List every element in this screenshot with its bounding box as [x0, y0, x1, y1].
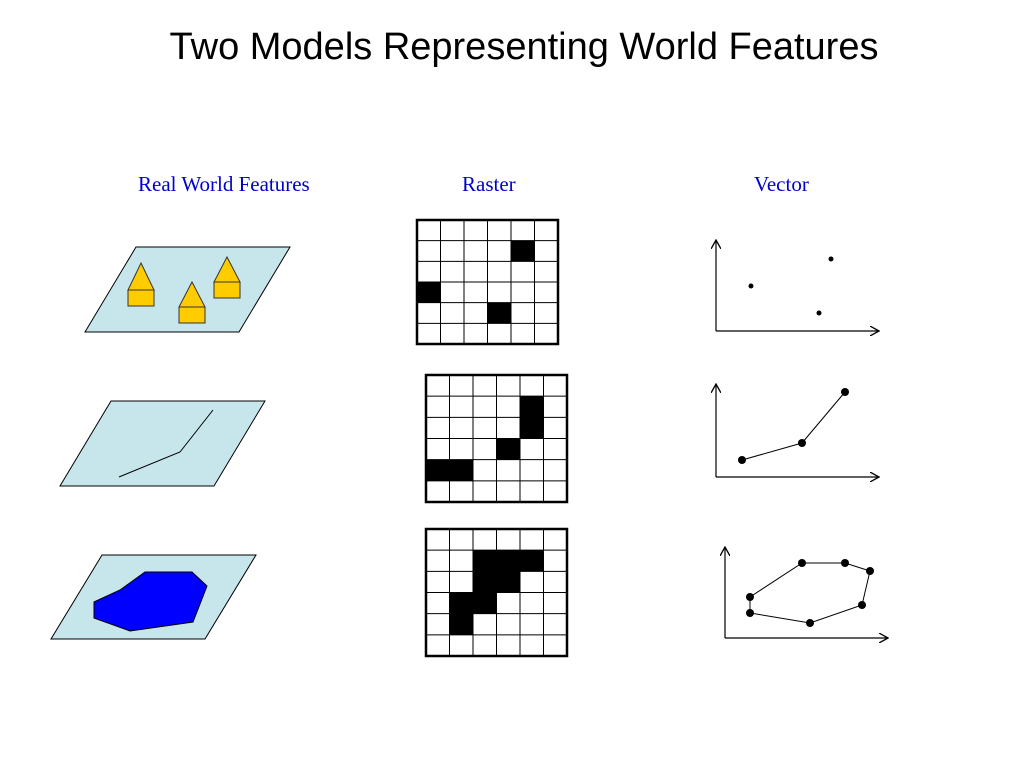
lake-polygon [93, 571, 208, 632]
vector-line-panel [716, 384, 879, 477]
raster-cell-filled [449, 613, 473, 635]
raster-cell-filled [426, 459, 450, 481]
real-world-line-panel [59, 400, 266, 487]
raster-grid-border [424, 373, 569, 504]
vector-vertex [738, 456, 746, 464]
vector-vertex [806, 619, 814, 627]
raster-cell-filled [496, 438, 520, 460]
house-icon [178, 280, 206, 324]
column-heading-real-world: Real World Features [138, 172, 310, 196]
real-world-polygon-panel [50, 554, 257, 640]
map-plane [84, 246, 291, 333]
raster-cell-filled [473, 571, 497, 593]
vector-point [816, 310, 822, 316]
vector-point [828, 256, 834, 262]
raster-grid-border [424, 527, 569, 658]
raster-cell-filled [417, 282, 441, 303]
column-heading-vector: Vector [754, 172, 809, 196]
vector-vertex [841, 388, 849, 396]
vector-vertex [798, 439, 806, 447]
house-icon [127, 261, 155, 307]
road-line [118, 409, 214, 478]
vector-points-panel [716, 240, 879, 331]
vector-polygon-panel [725, 547, 888, 638]
raster-cell-filled [473, 592, 497, 614]
slide-title: Two Models Representing World Features [169, 26, 879, 68]
raster-cell-filled [496, 571, 520, 593]
vector-point [748, 283, 754, 289]
raster-cell-filled [520, 396, 544, 418]
vector-vertex [866, 567, 874, 575]
map-plane [59, 400, 266, 487]
vector-vertex [746, 609, 754, 617]
raster-cell-filled [473, 550, 497, 572]
vector-polyline [741, 391, 846, 461]
column-heading-raster: Raster [462, 172, 516, 196]
house-icon [213, 255, 241, 299]
raster-cell-filled [520, 550, 544, 572]
vector-vertex [746, 593, 754, 601]
raster-cell-filled [487, 302, 511, 324]
raster-grid-points [415, 218, 560, 346]
raster-cell-filled [520, 417, 544, 439]
raster-cell-filled [496, 550, 520, 572]
raster-grid-line [424, 373, 569, 504]
raster-cell-filled [449, 459, 473, 481]
raster-cell-filled [511, 240, 535, 262]
raster-grid-border [415, 218, 560, 346]
raster-grid-polygon [424, 527, 569, 658]
vector-vertex [858, 601, 866, 609]
vector-vertex [841, 559, 849, 567]
real-world-points-panel [84, 246, 291, 333]
raster-cell-filled [449, 592, 473, 614]
vector-polygon [749, 562, 871, 624]
vector-vertex [798, 559, 806, 567]
